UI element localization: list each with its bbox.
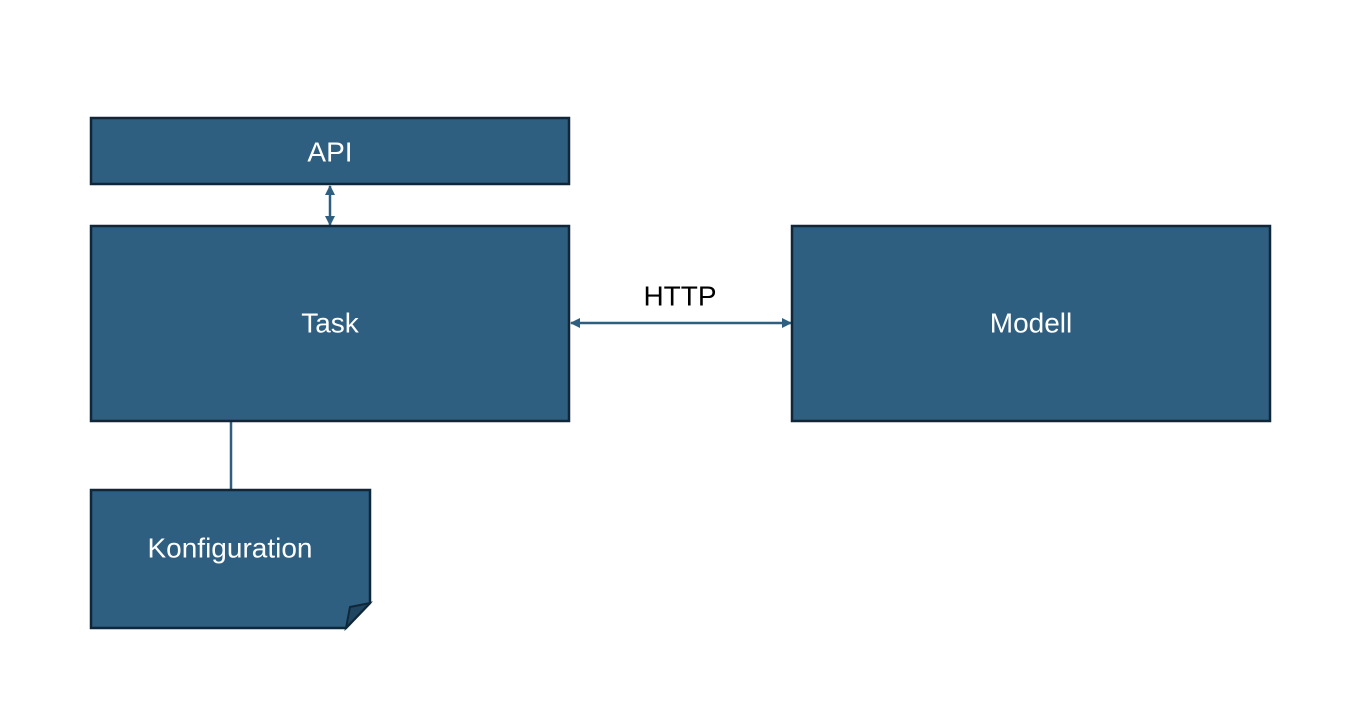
task-box: Task — [89, 224, 571, 423]
modell-label: Modell — [990, 308, 1072, 339]
api-box: API — [89, 116, 571, 186]
modell-box: Modell — [790, 224, 1272, 423]
api-label: API — [307, 137, 352, 168]
http-label: HTTP — [643, 281, 716, 312]
konfiguration-document: Konfiguration — [89, 488, 373, 632]
task-label: Task — [301, 308, 360, 339]
konfiguration-label: Konfiguration — [147, 533, 312, 564]
folded-corner — [344, 601, 373, 632]
